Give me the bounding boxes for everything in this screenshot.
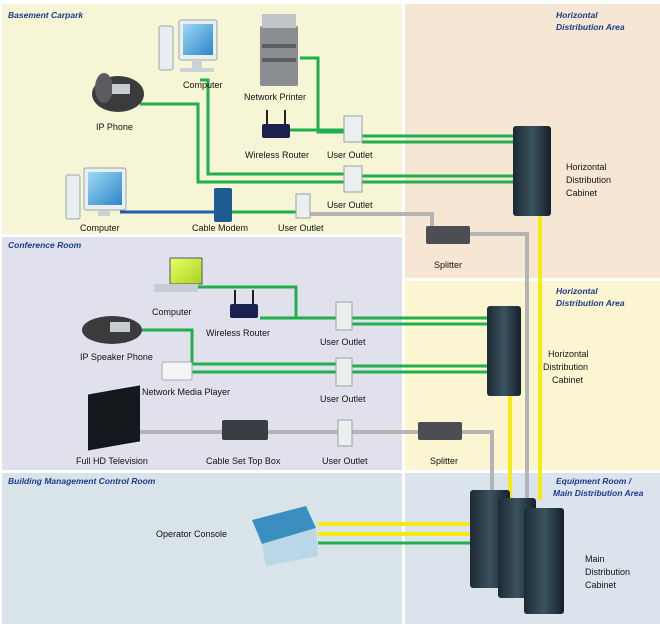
cable-modem-label: Cable Modem bbox=[192, 223, 248, 233]
zone-title-bmcr: Building Management Control Room bbox=[8, 476, 156, 486]
zone-title-conference: Conference Room bbox=[8, 240, 82, 250]
network-printer-label: Network Printer bbox=[244, 92, 306, 102]
network-printer[interactable] bbox=[260, 14, 298, 86]
user-outlet-3-label: User Outlet bbox=[278, 223, 324, 233]
copper-cable-printer bbox=[300, 56, 348, 134]
zone-title-er-line2: Main Distribution Area bbox=[553, 488, 644, 498]
coax-cable-splitter2-mdc bbox=[460, 430, 494, 500]
computer-basement-label: Computer bbox=[80, 223, 120, 233]
splitter-1[interactable] bbox=[426, 226, 470, 244]
tv-label: Full HD Television bbox=[76, 456, 148, 466]
router-icon bbox=[230, 304, 258, 318]
ip-phone[interactable] bbox=[92, 73, 144, 112]
ip-speaker-phone[interactable] bbox=[82, 316, 142, 344]
mdc-label-line1: Main bbox=[585, 554, 605, 564]
user-outlet-1-label: User Outlet bbox=[327, 150, 373, 160]
zone-title-hda2-line1: Horizontal bbox=[556, 286, 598, 296]
rack-icon bbox=[513, 126, 551, 216]
laptop[interactable] bbox=[154, 257, 203, 292]
ip-phone-label: IP Phone bbox=[96, 122, 133, 132]
printer-icon bbox=[260, 26, 298, 86]
modem-icon bbox=[214, 188, 232, 222]
wireless-router-2[interactable] bbox=[230, 290, 258, 318]
pc-tower-icon bbox=[65, 174, 81, 220]
user-outlet-2[interactable] bbox=[343, 165, 363, 193]
zone-title-hda1-line2: Distribution Area bbox=[556, 22, 625, 32]
wireless-router-2-label: Wireless Router bbox=[206, 328, 270, 338]
hdc1-label-line1: Horizontal bbox=[566, 162, 607, 172]
router-icon bbox=[262, 124, 290, 138]
wireless-router-1-label: Wireless Router bbox=[245, 150, 309, 160]
outlet-icon bbox=[295, 193, 311, 219]
wireless-router-1[interactable] bbox=[262, 110, 290, 138]
computer-top-label: Computer bbox=[183, 80, 223, 90]
mdc-label-line2: Distribution bbox=[585, 567, 630, 577]
rack-icon bbox=[524, 508, 564, 614]
tv-icon bbox=[88, 385, 140, 451]
console-icon bbox=[252, 506, 316, 544]
main-distribution-cabinet[interactable] bbox=[470, 490, 564, 614]
cable-modem[interactable] bbox=[214, 188, 232, 222]
network-media-player-label: Network Media Player bbox=[142, 387, 230, 397]
fiber-cables bbox=[318, 210, 542, 536]
outlet-icon bbox=[335, 357, 353, 387]
operator-console[interactable] bbox=[252, 506, 318, 566]
hdc2-label-line1: Horizontal bbox=[548, 349, 589, 359]
laptop-screen-icon bbox=[169, 257, 203, 285]
full-hd-television[interactable] bbox=[88, 385, 140, 451]
user-outlet-2-label: User Outlet bbox=[327, 200, 373, 210]
mdc-label-line3: Cabinet bbox=[585, 580, 617, 590]
outlet-icon bbox=[343, 115, 363, 143]
network-media-player[interactable] bbox=[161, 361, 193, 381]
outlet-icon bbox=[337, 419, 353, 447]
ip-speaker-phone-label: IP Speaker Phone bbox=[80, 352, 153, 362]
zone-hda2 bbox=[405, 281, 660, 470]
hdc1-label-line2: Distribution bbox=[566, 175, 611, 185]
media-player-icon bbox=[161, 361, 193, 381]
cable-set-top-box[interactable] bbox=[222, 420, 268, 440]
user-outlet-6-label: User Outlet bbox=[322, 456, 368, 466]
zone-title-er-line1: Equipment Room / bbox=[556, 476, 633, 486]
copper-cable-computer-top bbox=[200, 78, 348, 176]
splitter-icon bbox=[426, 226, 470, 244]
laptop-base-icon bbox=[154, 284, 198, 292]
splitter-2[interactable] bbox=[418, 422, 462, 440]
user-outlet-3[interactable] bbox=[295, 193, 311, 219]
horizontal-distribution-cabinet-1[interactable] bbox=[513, 126, 551, 216]
operator-console-label: Operator Console bbox=[156, 529, 227, 539]
splitter-2-label: Splitter bbox=[430, 456, 458, 466]
zone-title-hda2-line2: Distribution Area bbox=[556, 298, 625, 308]
splitter-icon bbox=[418, 422, 462, 440]
computer-top[interactable] bbox=[158, 19, 218, 72]
horizontal-distribution-cabinet-2[interactable] bbox=[487, 306, 521, 396]
user-outlet-5[interactable] bbox=[335, 357, 353, 387]
user-outlet-1[interactable] bbox=[343, 115, 363, 143]
user-outlet-5-label: User Outlet bbox=[320, 394, 366, 404]
copper-cables bbox=[140, 56, 513, 545]
hdc1-label-line3: Cabinet bbox=[566, 188, 598, 198]
copper-cable-speakerphone bbox=[140, 328, 340, 366]
hdc2-label-line3: Cabinet bbox=[552, 375, 584, 385]
outlet-icon bbox=[343, 165, 363, 193]
rack-icon bbox=[487, 306, 521, 396]
user-outlet-4[interactable] bbox=[335, 301, 353, 331]
user-outlet-6[interactable] bbox=[337, 419, 353, 447]
zone-title-basement: Basement Carpark bbox=[8, 10, 84, 20]
outlet-icon bbox=[335, 301, 353, 331]
pc-tower-icon bbox=[158, 25, 174, 71]
set-top-box-label: Cable Set Top Box bbox=[206, 456, 281, 466]
coax-cable-splitter1-mdc bbox=[470, 232, 529, 500]
zone-bmcr bbox=[2, 473, 402, 624]
hdc2-label-line2: Distribution bbox=[543, 362, 588, 372]
laptop-label: Computer bbox=[152, 307, 192, 317]
copper-cable-ipphone bbox=[140, 102, 348, 184]
computer-basement[interactable] bbox=[65, 167, 127, 220]
splitter-1-label: Splitter bbox=[434, 260, 462, 270]
user-outlet-4-label: User Outlet bbox=[320, 337, 366, 347]
zone-title-hda1-line1: Horizontal bbox=[556, 10, 598, 20]
zone-backgrounds bbox=[2, 4, 660, 624]
set-top-box-icon bbox=[222, 420, 268, 440]
